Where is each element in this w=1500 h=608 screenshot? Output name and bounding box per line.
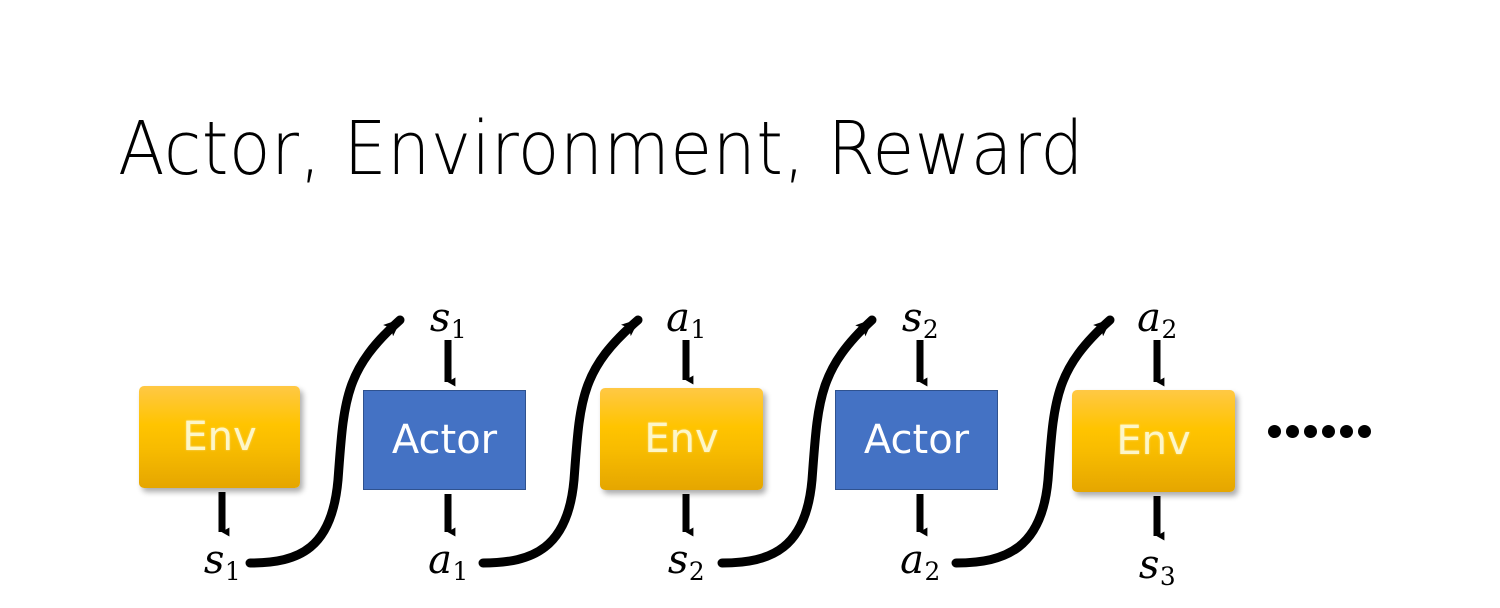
subscript: 2 <box>922 315 939 345</box>
node-env-3[interactable]: Env <box>1072 390 1235 492</box>
ellipsis-dot <box>1286 425 1299 438</box>
subscript: 1 <box>224 557 241 587</box>
node-label: Env <box>644 416 719 462</box>
label-bottom-s1: s1 <box>203 537 241 584</box>
label-top-s1: s1 <box>429 295 467 342</box>
ellipsis-dot <box>1340 425 1353 438</box>
node-label: Env <box>182 414 257 460</box>
subscript: 2 <box>688 557 705 587</box>
label-top-a1: a1 <box>666 295 706 342</box>
ellipsis-indicator <box>1268 425 1371 438</box>
node-label: Actor <box>863 417 970 463</box>
ellipsis-dot <box>1268 425 1281 438</box>
node-label: Env <box>1116 418 1191 464</box>
symbol: a <box>428 537 453 583</box>
subscript: 2 <box>1161 315 1178 345</box>
node-env-2[interactable]: Env <box>600 388 763 490</box>
node-label: Actor <box>391 417 498 463</box>
node-actor-1[interactable]: Actor <box>363 390 526 490</box>
label-bottom-a2: a2 <box>900 537 940 584</box>
symbol: a <box>666 295 691 341</box>
label-top-s2: s2 <box>901 295 939 342</box>
node-actor-2[interactable]: Actor <box>835 390 998 490</box>
page-title: Actor, Environment, Reward <box>118 106 1084 192</box>
symbol: a <box>1137 295 1162 341</box>
subscript: 2 <box>924 557 941 587</box>
symbol: s <box>1138 542 1160 588</box>
subscript: 1 <box>452 557 469 587</box>
symbol: a <box>900 537 925 583</box>
subscript: 3 <box>1159 562 1176 592</box>
node-env-1[interactable]: Env <box>139 386 300 488</box>
symbol: s <box>667 537 689 583</box>
label-bottom-a1: a1 <box>428 537 468 584</box>
label-bottom-s3: s3 <box>1138 542 1176 589</box>
ellipsis-dot <box>1304 425 1317 438</box>
subscript: 1 <box>690 315 707 345</box>
label-bottom-s2: s2 <box>667 537 705 584</box>
symbol: s <box>901 295 923 341</box>
ellipsis-dot <box>1322 425 1335 438</box>
symbol: s <box>429 295 451 341</box>
symbol: s <box>203 537 225 583</box>
label-top-a2: a2 <box>1137 295 1177 342</box>
subscript: 1 <box>450 315 467 345</box>
ellipsis-dot <box>1358 425 1371 438</box>
